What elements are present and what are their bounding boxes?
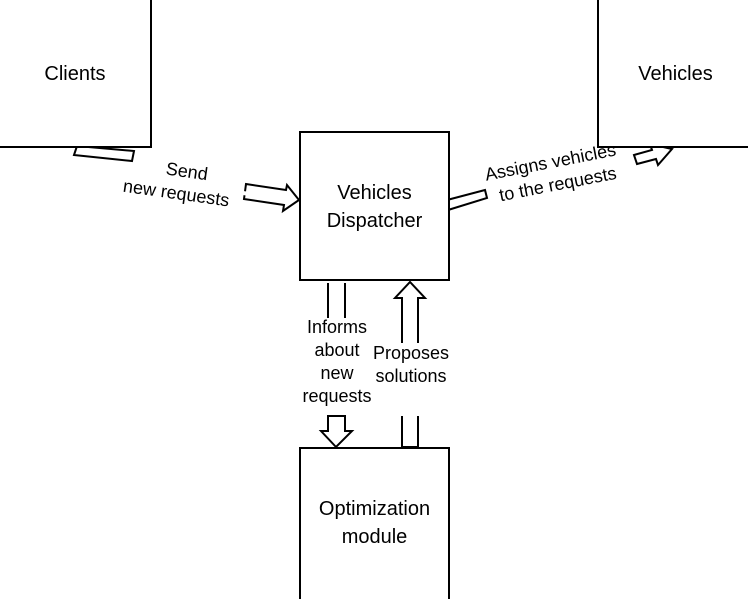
informs-label-line-2: about [314, 340, 360, 360]
clients-node: Clients [0, 0, 152, 148]
informs-label: Informs about new requests [296, 316, 378, 408]
dispatcher-label-line-1: Vehicles [337, 182, 412, 204]
arrow-dispatcher-to-vehicles [445, 142, 674, 212]
informs-label-line-4: requests [302, 386, 372, 406]
informs-label-line-1: Informs [306, 317, 367, 337]
optimization-module-node: Optimization module [299, 447, 450, 599]
vehicles-node: Vehicles [597, 0, 748, 148]
arrow-dispatcher-to-optimization [318, 283, 355, 449]
vehicles-dispatcher-node: Vehicles Dispatcher [299, 131, 450, 281]
clients-label: Clients [44, 63, 106, 85]
proposes-solutions-label: Proposes solutions [369, 342, 453, 388]
optimization-label-line-2: module [341, 526, 408, 548]
proposes-label-line-2: solutions [375, 366, 447, 386]
arrow-optimization-to-dispatcher [392, 280, 428, 448]
optimization-label-line-1: Optimization [318, 498, 431, 520]
vehicles-label: Vehicles [638, 63, 713, 85]
arrow-clients-to-dispatcher [72, 144, 301, 214]
proposes-label-line-1: Proposes [372, 343, 450, 363]
dispatcher-label-line-2: Dispatcher [326, 210, 423, 232]
informs-label-line-3: new [320, 363, 354, 383]
